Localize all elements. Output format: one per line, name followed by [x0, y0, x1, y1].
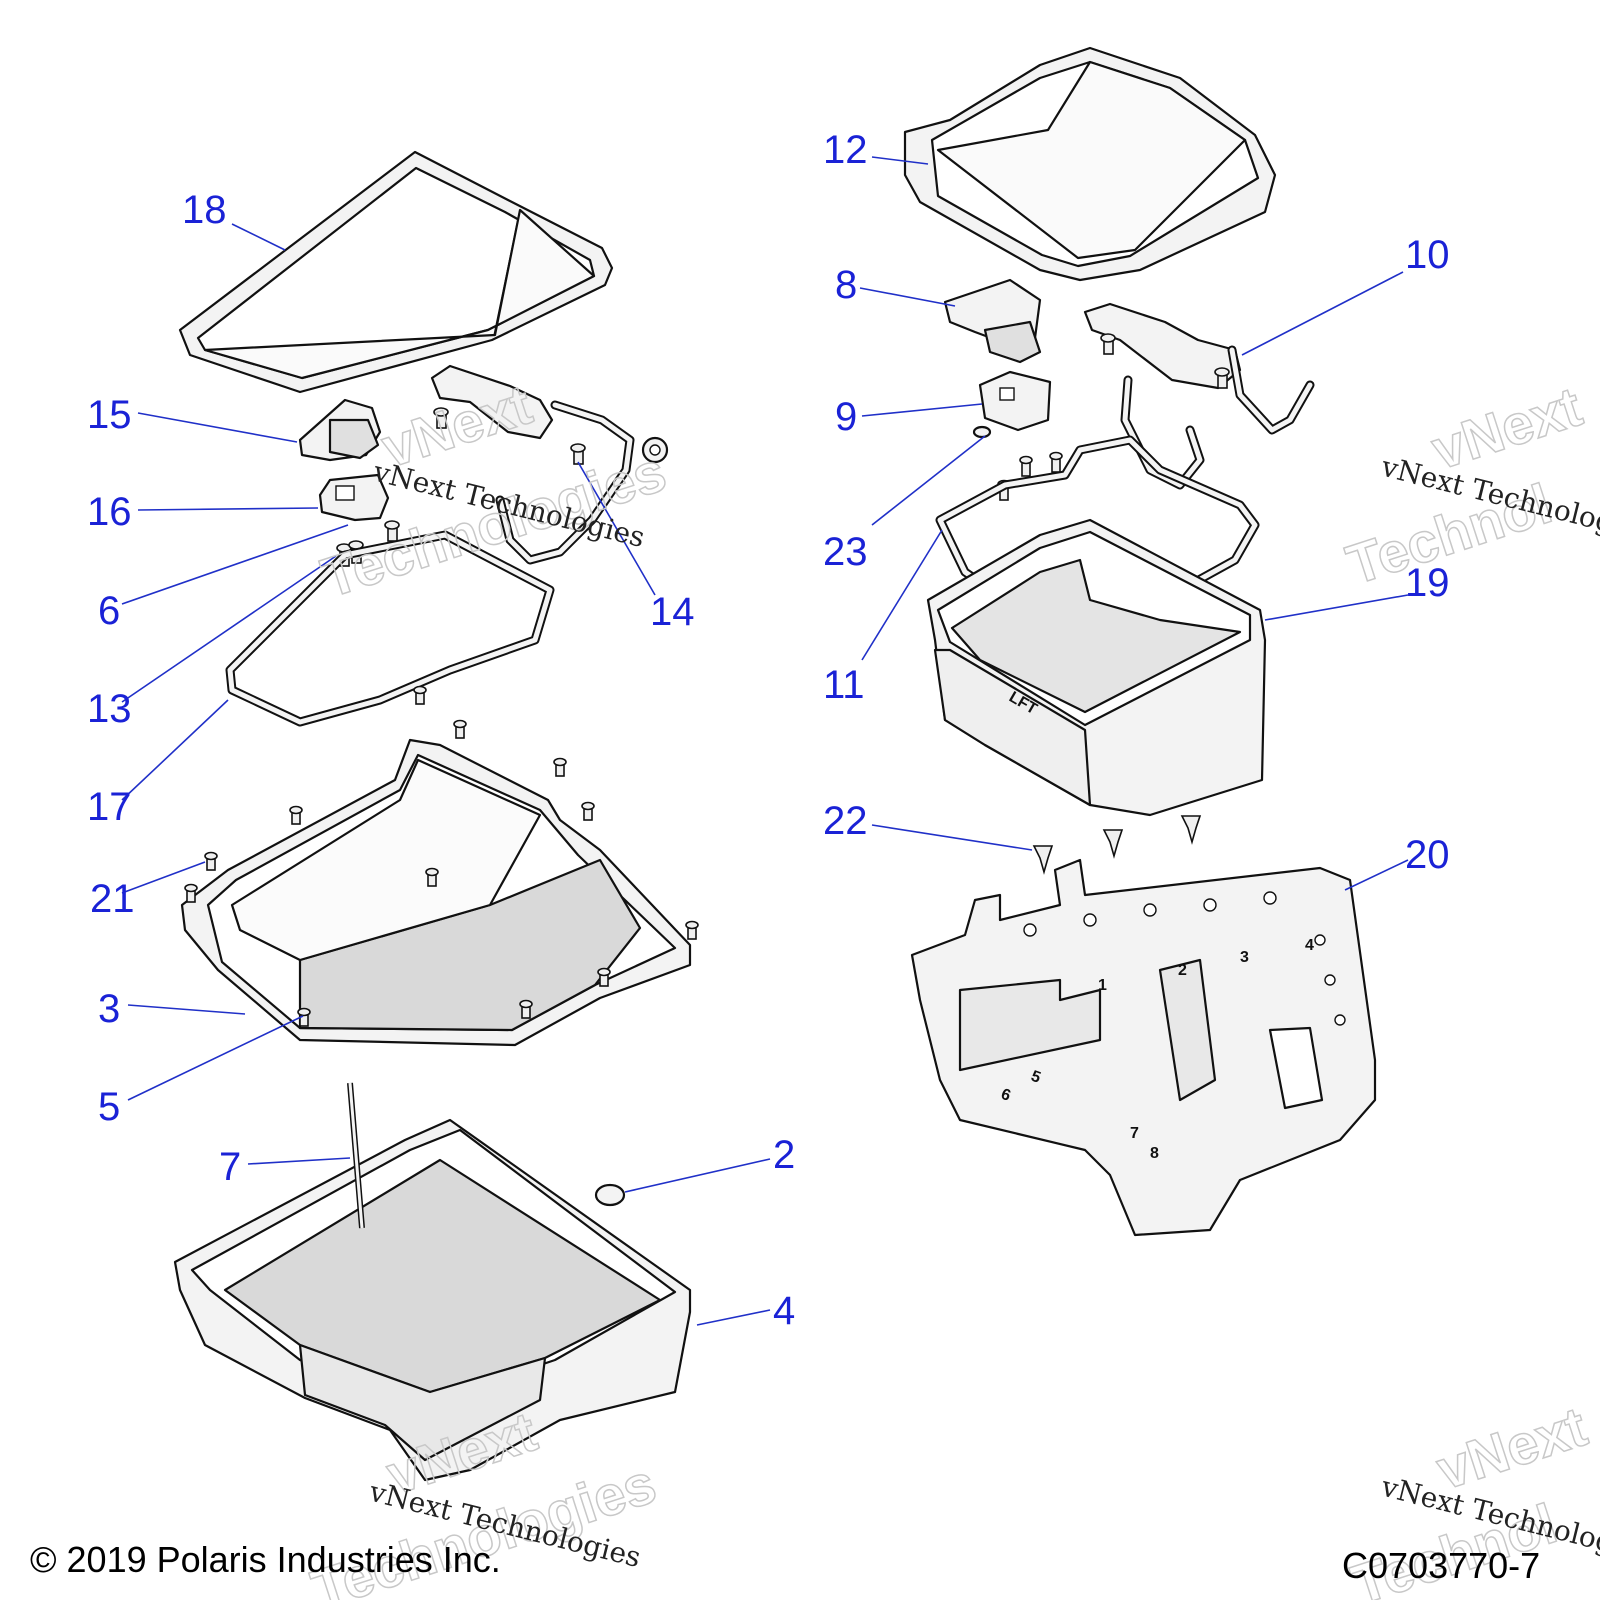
- leader-lines: [121, 156, 1409, 1326]
- callout-15: 15: [87, 393, 132, 437]
- callout-labels: 18 15 16 6 13 17 21 3 5 7 2 4 14 12 8 9 …: [87, 128, 1450, 1333]
- tray-number: 3: [1240, 949, 1249, 966]
- callout-4: 4: [773, 1289, 795, 1333]
- callout-2: 2: [773, 1133, 795, 1177]
- part-4-pan: [173, 1118, 692, 1482]
- callout-13: 13: [87, 687, 132, 731]
- part-10-hinge-strap: [1083, 302, 1315, 490]
- callout-5: 5: [98, 1085, 120, 1129]
- part-16-bracket: [318, 473, 390, 522]
- figure-code: C0703770-7: [1342, 1545, 1540, 1586]
- part-7-strap: [347, 1082, 365, 1229]
- callout-3: 3: [98, 987, 120, 1031]
- callout-21: 21: [90, 877, 135, 921]
- part-12-lid: [903, 46, 1277, 282]
- part-19-box: LFT: [926, 518, 1267, 817]
- bolts-part-21: [184, 685, 699, 1027]
- callout-23: 23: [823, 530, 868, 574]
- part-9-bracket: [978, 370, 1052, 432]
- callout-10: 10: [1405, 233, 1450, 277]
- callout-20: 20: [1405, 833, 1450, 877]
- part-23-washer: [972, 425, 992, 439]
- tray-number: 1: [1098, 977, 1107, 994]
- callout-9: 9: [835, 395, 857, 439]
- tray-number: 4: [1305, 937, 1314, 954]
- callout-11: 11: [823, 663, 865, 707]
- part-20-tray: 1 2 3 4 5 6 7 8: [910, 858, 1377, 1237]
- callout-8: 8: [835, 263, 857, 307]
- part-2-plug: [594, 1183, 626, 1207]
- callout-17: 17: [87, 785, 132, 829]
- tray-number: 7: [1130, 1125, 1139, 1142]
- part-17-seal-frame: [225, 530, 555, 727]
- callout-22: 22: [823, 799, 868, 843]
- callout-16: 16: [87, 490, 132, 534]
- tray-number: 2: [1178, 962, 1187, 979]
- callout-7: 7: [219, 1145, 241, 1189]
- copyright-text: © 2019 Polaris Industries Inc.: [30, 1539, 501, 1580]
- callout-19: 19: [1405, 561, 1450, 605]
- callout-12: 12: [823, 128, 868, 172]
- callout-6: 6: [98, 589, 120, 633]
- part-15-latch: [298, 398, 382, 462]
- callout-14: 14: [650, 590, 695, 634]
- part-8-latch: [943, 278, 1042, 364]
- part-18-lid: [178, 150, 614, 394]
- part-hinge-strap-left: [430, 364, 669, 565]
- callout-18: 18: [182, 188, 227, 232]
- tray-number: 8: [1150, 1145, 1159, 1162]
- part-3-tub: [180, 738, 692, 1047]
- watermark-outline: vNext: [1429, 1394, 1594, 1501]
